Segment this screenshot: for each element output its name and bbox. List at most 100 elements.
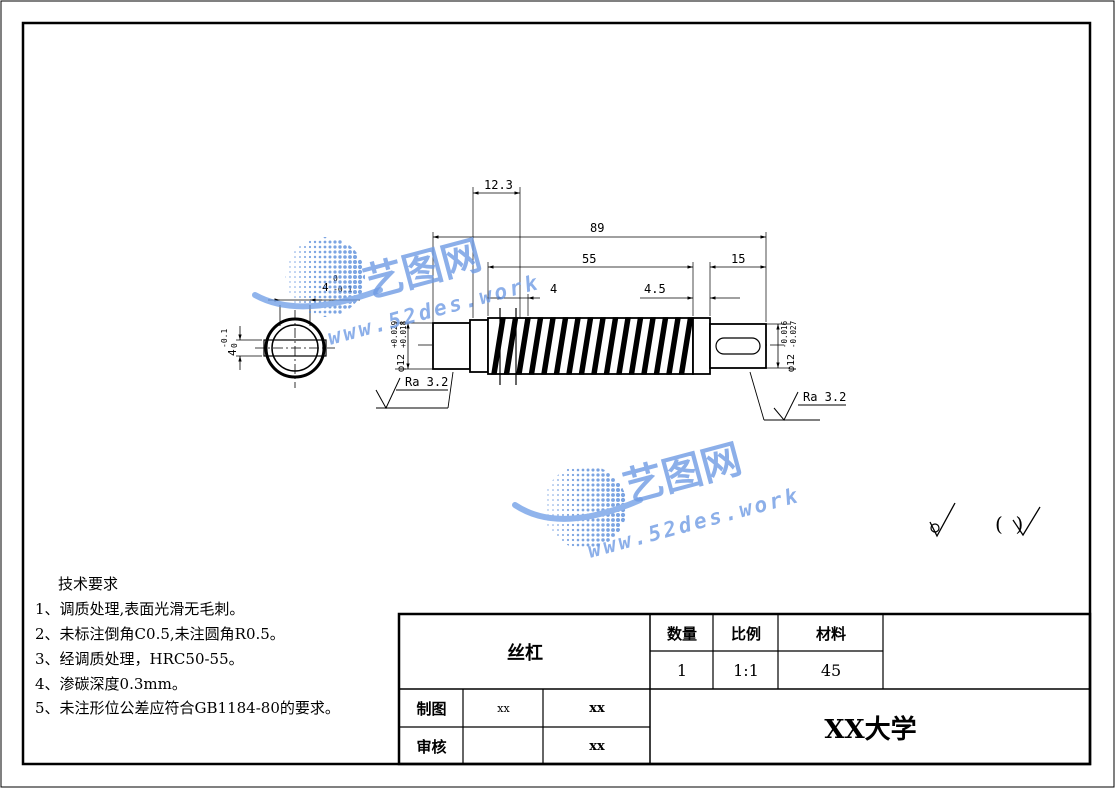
watermark-dot [294, 276, 296, 278]
watermark-dot [606, 478, 610, 482]
watermark-dot [328, 240, 332, 244]
right-dia-tol-lower: -0.027 [789, 321, 798, 348]
watermark-dot [323, 285, 327, 289]
watermark-dot [318, 280, 322, 284]
watermark-dot [343, 280, 347, 284]
watermark-dot [547, 504, 549, 506]
watermark-dot [308, 245, 312, 249]
watermark-dot [333, 245, 337, 249]
watermark-dot [571, 498, 575, 502]
checked-label: 审核 [416, 737, 447, 756]
watermark-dot [596, 543, 600, 547]
watermark-dot [294, 281, 296, 283]
watermark-dot [557, 474, 559, 476]
watermark-dot [289, 266, 291, 268]
thread-flank [628, 317, 644, 375]
watermark-dot [343, 305, 347, 309]
watermark-dot [552, 504, 554, 506]
watermark-dot [581, 503, 585, 507]
section-tol-lower: 0 [230, 343, 239, 348]
watermark-dot [566, 498, 570, 502]
watermark-dot [591, 538, 595, 542]
watermark-dot [571, 528, 575, 532]
tech-req-item-4: 4、渗碳深度0.3mm。 [35, 675, 187, 693]
watermark-dot [289, 291, 291, 293]
watermark-dot [308, 240, 312, 244]
watermark-dot [591, 543, 595, 547]
watermark-dot [289, 281, 291, 283]
watermark-dot [308, 270, 312, 274]
watermark-dot [596, 518, 600, 522]
watermark-bottom [512, 468, 643, 547]
watermark-dot [357, 259, 363, 265]
watermark-dot [576, 498, 580, 502]
watermark-dot [571, 488, 575, 492]
watermark-dot [289, 276, 291, 278]
watermark-dot [576, 503, 580, 507]
watermark-dot [294, 291, 296, 293]
watermark-dot [606, 528, 610, 532]
watermark-dot [601, 478, 605, 482]
watermark-dot [562, 529, 564, 531]
watermark-dot [576, 508, 580, 512]
watermark-dot [289, 271, 291, 273]
watermark-dot [357, 284, 363, 290]
watermark-dot [294, 256, 296, 258]
watermark-dot [591, 523, 595, 527]
watermark-dot [318, 290, 322, 294]
watermark-dot [552, 494, 554, 496]
dim-12-3: 12.3 [484, 178, 513, 192]
thread-flank [641, 317, 656, 375]
watermark-dot [611, 513, 615, 517]
watermark-dot [547, 499, 549, 501]
watermark-dot [562, 504, 564, 506]
watermark-dot [606, 503, 610, 507]
watermark-dot [338, 240, 342, 244]
watermark-dot [308, 300, 312, 304]
watermark-dot [294, 251, 296, 253]
watermark-dot [611, 478, 615, 482]
general-roughness-symbol [929, 502, 1041, 538]
watermark-dot [304, 271, 306, 273]
watermark-dot [601, 468, 605, 472]
watermark-dot [547, 494, 549, 496]
watermark-dot [348, 275, 352, 279]
watermark-dot [338, 275, 342, 279]
watermark-dot [566, 528, 570, 532]
watermark-dot [323, 295, 327, 299]
watermark-dot [566, 473, 570, 477]
watermark-dot [304, 286, 306, 288]
left-dia-tol-lower: +0.018 [399, 320, 408, 348]
watermark-dot [591, 473, 595, 477]
scale-label: 比例 [730, 624, 761, 643]
watermark-dot [328, 245, 332, 249]
watermark-dot [611, 493, 615, 497]
watermark-dot [294, 266, 296, 268]
watermark-dot [299, 301, 301, 303]
watermark-dot [586, 483, 590, 487]
watermark-dot [620, 492, 626, 498]
watermark-dot [333, 265, 337, 269]
watermark-dot [318, 295, 322, 299]
watermark-dot [348, 260, 352, 264]
watermark-dot [557, 509, 559, 511]
watermark-dot [313, 240, 317, 244]
watermark-dot [338, 270, 342, 274]
watermark-dot [328, 260, 332, 264]
watermark-dot [601, 498, 605, 502]
watermark-dot [348, 265, 352, 269]
watermark-dot [552, 484, 554, 486]
watermark-dot [318, 310, 322, 314]
watermark-dot [576, 523, 580, 527]
watermark-dot [323, 315, 327, 317]
material-label: 材料 [815, 624, 846, 643]
watermark-dot [353, 285, 357, 289]
watermark-dot [313, 310, 317, 314]
watermark-dot [571, 483, 575, 487]
watermark-dot [596, 493, 600, 497]
watermark-dot [562, 539, 564, 541]
watermark-dot [328, 275, 332, 279]
watermark-dot [304, 266, 306, 268]
watermark-dot [348, 305, 352, 309]
